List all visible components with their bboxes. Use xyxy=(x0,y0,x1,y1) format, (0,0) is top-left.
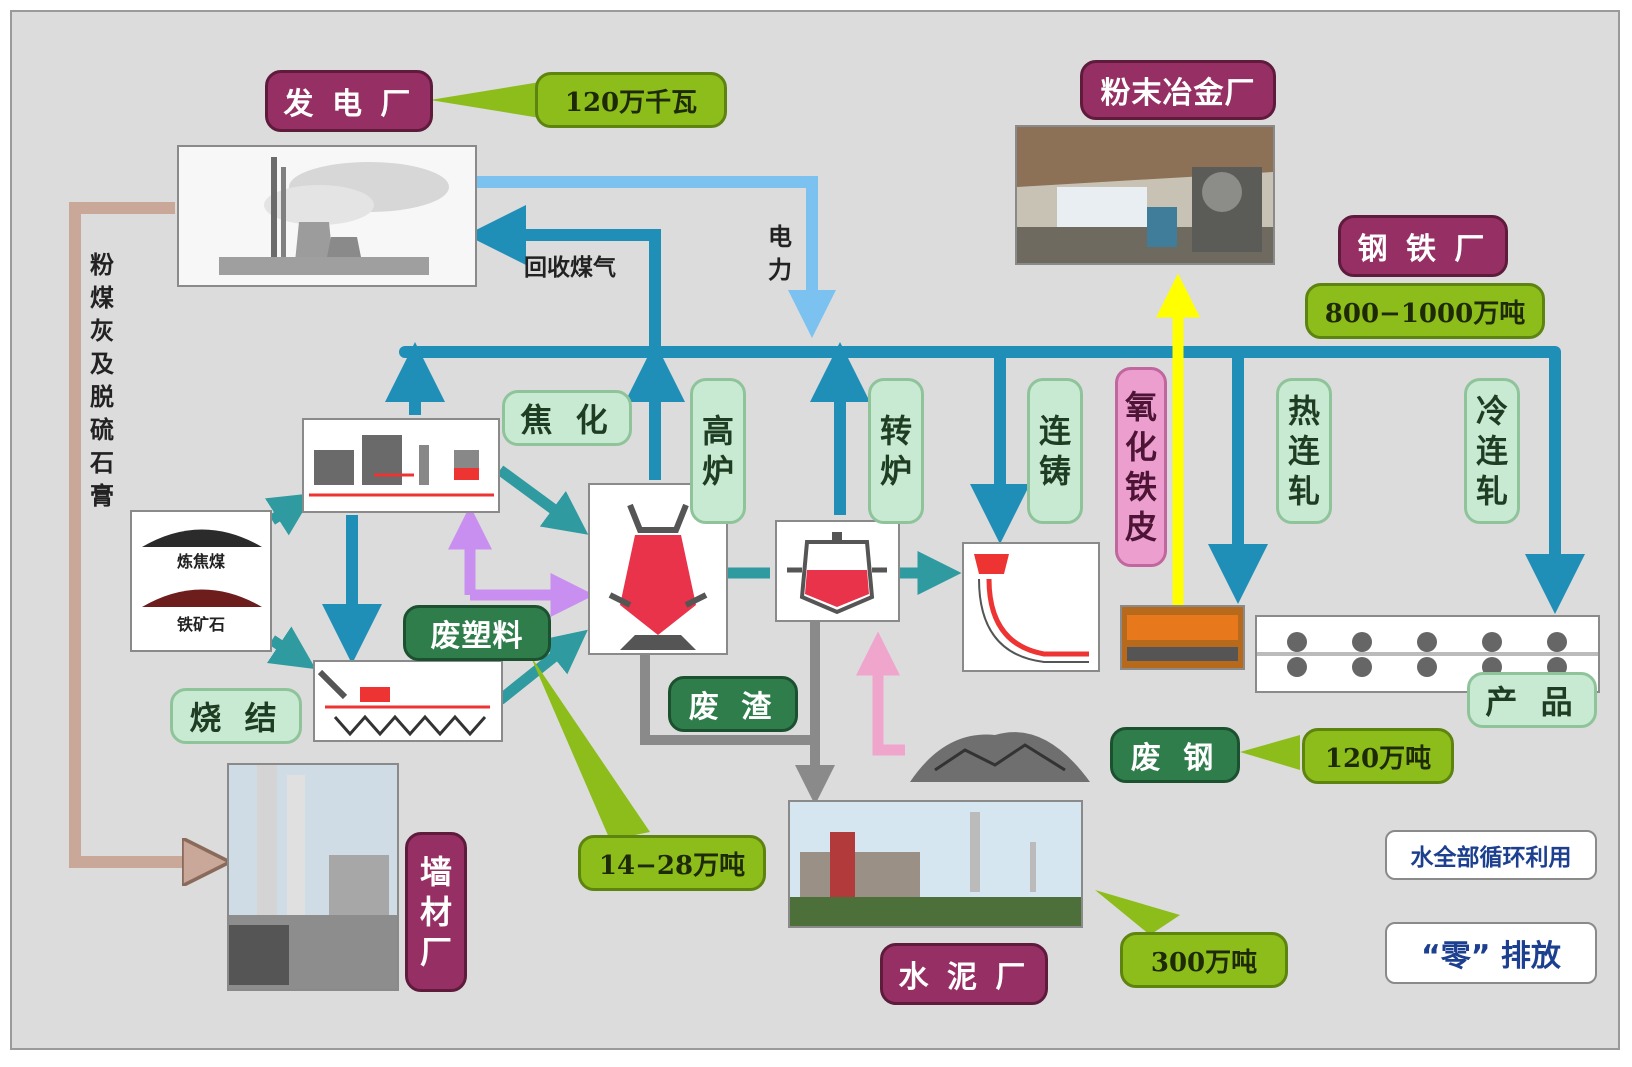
raw-materials-image: 炼焦煤 铁矿石 xyxy=(130,510,272,652)
slag-arrow xyxy=(640,655,815,745)
power-plant-image xyxy=(177,145,477,287)
coking-label: 焦 化 xyxy=(502,390,632,446)
powder-metallurgy-image xyxy=(1015,125,1275,265)
recovered-gas-label: 回收煤气 xyxy=(524,254,616,281)
zero-emission-note: “零” 排放 xyxy=(1385,922,1597,984)
flyash-arrow xyxy=(69,202,212,862)
powder-metallurgy-label: 粉末冶金厂 xyxy=(1080,60,1276,120)
continuous-casting-image xyxy=(962,542,1100,672)
iron-ore-label: 铁矿石 xyxy=(177,615,225,634)
steel-plant-label: 钢 铁 厂 xyxy=(1338,215,1508,277)
scrap-arrow xyxy=(856,631,905,756)
blast-furnace-label: 高炉 xyxy=(690,378,746,524)
plastic-waste-callout: 14−28万吨 xyxy=(578,835,766,891)
sintering-label: 烧 结 xyxy=(170,688,302,744)
coking-coal-label: 炼焦煤 xyxy=(177,552,225,571)
wall-material-image xyxy=(227,763,399,991)
coking-image xyxy=(302,418,500,513)
cement-plant-image xyxy=(788,800,1083,928)
cement-plant-label: 水 泥 厂 xyxy=(880,943,1048,1005)
scrap-label: 废 钢 xyxy=(1110,727,1240,783)
converter-label: 转炉 xyxy=(868,378,924,524)
slag-label: 废 渣 xyxy=(668,676,798,732)
water-recycling-note: 水全部循环利用 xyxy=(1385,830,1597,880)
flyash-gypsum-label: 粉煤灰及脱硫石膏 xyxy=(90,250,114,510)
product-label: 产 品 xyxy=(1467,672,1597,728)
cement-callout: 300万吨 xyxy=(1120,932,1288,988)
blast-furnace-image xyxy=(588,483,728,655)
heating-furnace-image xyxy=(1120,605,1245,670)
power-capacity-callout: 120万千瓦 xyxy=(535,72,727,128)
electric-power-label: 电力 xyxy=(768,222,792,284)
recovered-gas-arrow xyxy=(466,205,661,352)
waste-plastic-label: 废塑料 xyxy=(403,605,551,661)
sintering-image xyxy=(313,660,503,742)
hot-rolling-label: 热连轧 xyxy=(1276,378,1332,524)
cold-rolling-label: 冷连轧 xyxy=(1464,378,1520,524)
power-arrow xyxy=(475,176,836,338)
wall-material-label: 墙材厂 xyxy=(405,832,467,992)
steel-output-callout: 800−1000万吨 xyxy=(1305,283,1545,339)
converter-image xyxy=(775,520,900,622)
continuous-casting-label: 连铸 xyxy=(1027,378,1083,524)
scrap-steel-image xyxy=(905,710,1095,785)
power-plant-label: 发 电 厂 xyxy=(265,70,433,132)
scrap-steel-callout: 120万吨 xyxy=(1302,728,1454,784)
iron-oxide-scale-label: 氧化铁皮 xyxy=(1115,367,1167,567)
